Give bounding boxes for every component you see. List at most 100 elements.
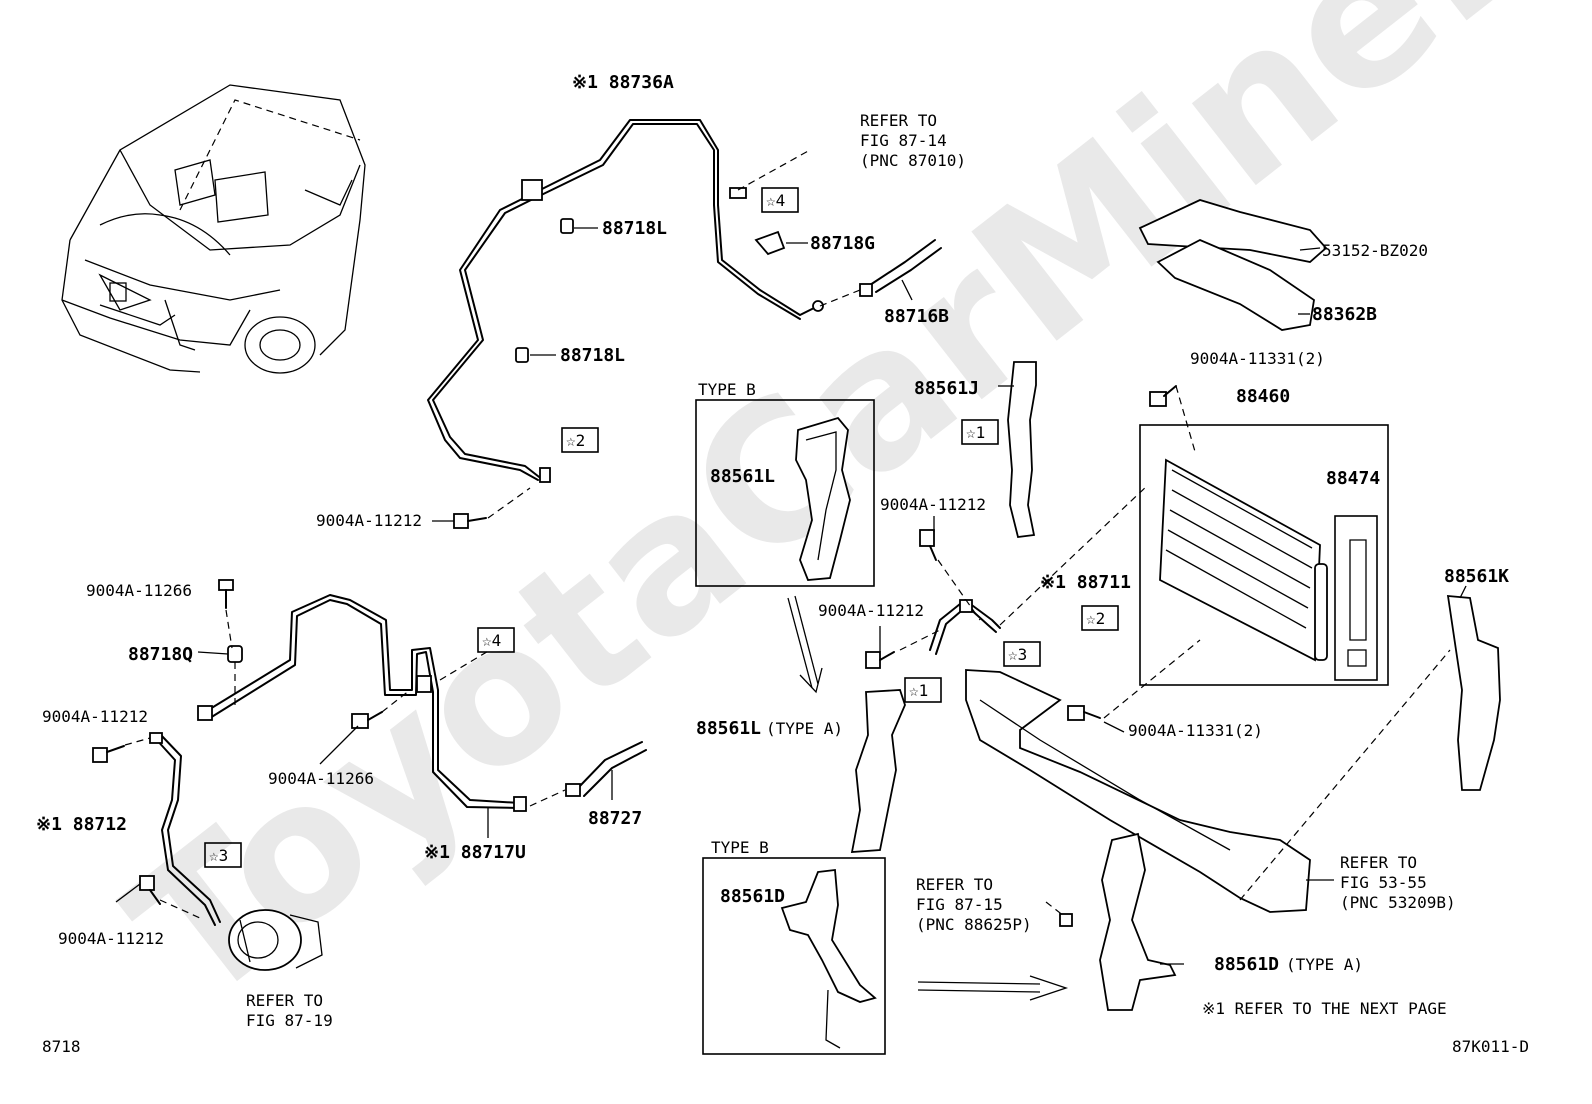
svg-text:☆1: ☆1 (966, 423, 985, 442)
svg-text:(PNC 88625P): (PNC 88625P) (916, 915, 1032, 934)
star-box-3-right: ☆3 (1003, 641, 1041, 667)
bolt-9004A-11331-a (1149, 385, 1177, 407)
label-88711: ※1 88711 (1040, 572, 1131, 593)
star-box-1-mid: ☆1 (904, 677, 942, 703)
label-9004A-11212-b: 9004A-11212 (42, 707, 148, 726)
star-box-3-left: ☆3 (204, 842, 242, 868)
pipe-88717U (197, 594, 527, 812)
vehicle-overview (61, 84, 366, 374)
label-88716B: 88716B (884, 306, 949, 327)
label-9004A-11212-d: 9004A-11212 (880, 495, 986, 514)
condenser-box (1139, 424, 1389, 686)
clamp-88718L-lower (515, 347, 529, 363)
refer-note-fig87-19: REFER TO FIG 87-19 (246, 991, 333, 1030)
star-box-4-top: ☆4 (761, 187, 799, 213)
clip-88718G (754, 230, 786, 256)
label-9004A-11266-a: 9004A-11266 (86, 581, 192, 600)
type-b-box-upper (695, 399, 875, 587)
label-88727: 88727 (588, 808, 642, 829)
label-88460: 88460 (1236, 386, 1290, 407)
bracket-88561D-type-a (1099, 832, 1177, 1011)
bolt-9004A-11266-b (351, 711, 383, 729)
compressor (228, 909, 323, 971)
figure-code: 87K011-D (1452, 1037, 1529, 1056)
label-88718L-lower: 88718L (560, 345, 625, 366)
clamp-88718Q (227, 645, 243, 663)
label-9004A-11331-a: 9004A-11331(2) (1190, 349, 1325, 368)
svg-text:☆4: ☆4 (766, 191, 785, 210)
pipe-88727 (565, 741, 647, 797)
refer-note-fig53-55: REFER TO FIG 53-55 (PNC 53209B) (1340, 853, 1456, 912)
hose-88711 (929, 599, 1001, 655)
svg-text:☆3: ☆3 (1008, 645, 1027, 664)
label-88474: 88474 (1326, 468, 1380, 489)
bolt-9004A-11266-a (218, 579, 234, 609)
label-53152-BZ020: 53152-BZ020 (1322, 241, 1428, 260)
label-88561D-type-a-suffix: (TYPE A) (1286, 955, 1363, 974)
pipe-88712 (149, 732, 221, 926)
star-box-4-mid: ☆4 (477, 627, 515, 653)
svg-text:REFER TO: REFER TO (860, 111, 937, 130)
pipe-88716B (859, 239, 942, 297)
label-9004A-11331-b: 9004A-11331(2) (1128, 721, 1263, 740)
arrow-right (917, 975, 1069, 1001)
label-88561K: 88561K (1444, 566, 1509, 587)
label-9004A-11212-a: 9004A-11212 (316, 511, 422, 530)
svg-text:☆3: ☆3 (209, 846, 228, 865)
svg-text:☆4: ☆4 (482, 631, 501, 650)
svg-text:☆2: ☆2 (1086, 609, 1105, 628)
label-88718Q: 88718Q (128, 644, 193, 665)
label-88712: ※1 88712 (36, 814, 127, 835)
label-88717U: ※1 88717U (424, 842, 526, 863)
label-88718G: 88718G (810, 233, 875, 254)
label-88561L-type-a-suffix: (TYPE A) (766, 719, 843, 738)
bracket-88561L-type-b (795, 416, 851, 581)
label-88736A: ※1 88736A (572, 72, 674, 93)
refer-note-fig87-15: REFER TO FIG 87-15 (PNC 88625P) (916, 875, 1032, 934)
svg-text:FIG 87-19: FIG 87-19 (246, 1011, 333, 1030)
label-9004A-11212-c: 9004A-11212 (58, 929, 164, 948)
seal-88362B (1156, 239, 1315, 331)
cover-53152-BZ020 (1138, 199, 1328, 263)
svg-text:(PNC 87010): (PNC 87010) (860, 151, 966, 170)
bracket-88561D-type-b (780, 868, 877, 1049)
condenser-88460 (1159, 458, 1328, 662)
type-b-label-lower: TYPE B (711, 838, 769, 857)
svg-text:FIG 87-14: FIG 87-14 (860, 131, 947, 150)
bolt-9004A-11212-d (919, 529, 937, 561)
bolt-9004A-11212-e (865, 651, 895, 669)
svg-text:FIG 53-55: FIG 53-55 (1340, 873, 1427, 892)
svg-text:FIG 87-15: FIG 87-15 (916, 895, 1003, 914)
page-code: 8718 (42, 1037, 81, 1056)
svg-text:☆2: ☆2 (566, 431, 585, 450)
arrow-down (787, 595, 823, 694)
bracket-88561J (1007, 361, 1037, 538)
bolt-9004A-11212-c (139, 875, 161, 905)
label-88561J: 88561J (914, 378, 979, 399)
star-box-2-top: ☆2 (561, 427, 599, 453)
bolt-9004A-11212-a (453, 513, 487, 529)
refer-note-fig87-14: REFER TO FIG 87-14 (PNC 87010) (860, 111, 966, 170)
clip-88625P (1059, 913, 1073, 927)
svg-text:REFER TO: REFER TO (246, 991, 323, 1010)
label-88561L-type-a: 88561L (696, 718, 761, 739)
bolt-9004A-11212-b (92, 745, 125, 763)
label-9004A-11266-b: 9004A-11266 (268, 769, 374, 788)
label-88561L-type-b: 88561L (710, 466, 775, 487)
pipe-88736A (427, 119, 824, 483)
label-88362B: 88362B (1312, 304, 1377, 325)
star-box-2-right: ☆2 (1081, 605, 1119, 631)
svg-text:☆1: ☆1 (909, 681, 928, 700)
bracket-88561L-type-a (850, 689, 906, 853)
receiver-88474 (1334, 515, 1378, 681)
label-88561D-type-b: 88561D (720, 886, 785, 907)
label-88561D-type-a: 88561D (1214, 954, 1279, 975)
label-88718L-upper: 88718L (602, 218, 667, 239)
bolt-9004A-11331-b (1067, 705, 1101, 721)
label-9004A-11212-e: 9004A-11212 (818, 601, 924, 620)
type-b-label-upper: TYPE B (698, 380, 756, 399)
svg-text:REFER TO: REFER TO (1340, 853, 1417, 872)
bracket-88561K (1446, 595, 1501, 791)
